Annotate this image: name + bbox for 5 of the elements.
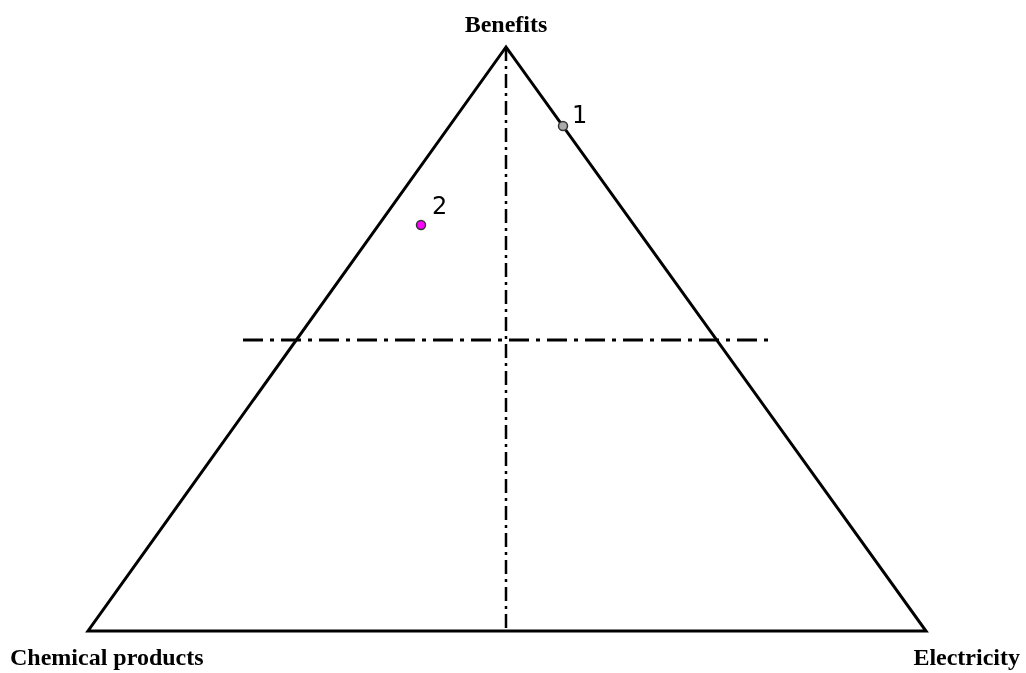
vertex-label: Chemical products <box>10 645 204 669</box>
point-number: 1 <box>572 103 588 127</box>
vertex-label: Benefits <box>464 12 548 36</box>
vertex-label: Electricity <box>913 645 1020 669</box>
point-number: 2 <box>432 194 448 218</box>
